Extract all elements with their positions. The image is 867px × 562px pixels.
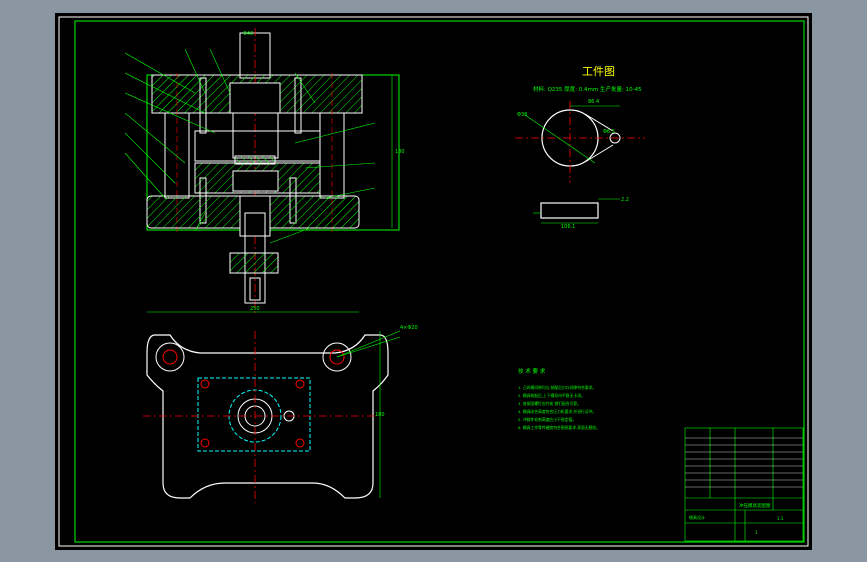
tech-req-item: 6. 模具工作零件硬度符合图纸要求,表面无裂纹。	[518, 425, 600, 430]
dim-thickness: 2.2	[621, 197, 629, 203]
tech-req-item: 2. 模具装配后,上下模导向平稳无卡滞。	[518, 393, 585, 398]
title-block-rows	[685, 437, 803, 488]
title-company: 模具设计	[689, 514, 705, 520]
outer-frame	[58, 16, 809, 547]
dim-height: 180	[395, 149, 405, 155]
title-sheet: 1	[755, 530, 758, 535]
dim-bottom-width: 106.1	[561, 224, 575, 230]
section-view	[124, 28, 400, 313]
tech-req-item: 3. 各紧固螺钉应拧紧,销钉配合可靠。	[518, 401, 581, 406]
tech-req-title: 技 术 要 求	[518, 367, 546, 375]
tech-req-item: 5. 冲裁件毛刺高度应小于规定值。	[518, 417, 576, 422]
workpiece-specs: 材料: Q235 厚度: 0.4mm 生产批量: 10-45	[533, 85, 642, 93]
inner-frame	[74, 20, 805, 543]
workpiece-title: 工件图	[582, 65, 615, 78]
plan-callout: 4×Φ20	[400, 325, 418, 331]
tech-req-list: 1. 凸凹模间隙均匀,装配后刃口间隙符合要求。 2. 模具装配后,上下模导向平稳…	[518, 385, 600, 430]
workpiece-view	[515, 101, 645, 224]
drawing-canvas[interactable]: Φ40 180 250 4×Φ20 180 工件图 材料: Q235 厚度: 0…	[55, 13, 812, 550]
dim-side-hole: Φ6.5	[603, 129, 615, 135]
title-block	[684, 427, 804, 542]
dim-top-width: 86.4	[588, 99, 599, 105]
dim-hole-dia: Φ38	[517, 112, 527, 118]
title-drawing-name: 冲压模具装配图	[739, 502, 771, 509]
title-scale: 1:1	[777, 516, 784, 521]
dim-shank: Φ40	[243, 31, 253, 37]
plan-view	[143, 330, 401, 503]
tech-req-item: 4. 模具闭合高度符合压力机要求,并进行试冲。	[518, 409, 596, 414]
cad-viewport[interactable]: Φ40 180 250 4×Φ20 180 工件图 材料: Q235 厚度: 0…	[55, 13, 812, 550]
tech-req-item: 1. 凸凹模间隙均匀,装配后刃口间隙符合要求。	[518, 385, 596, 390]
dim-base-width: 250	[250, 306, 260, 312]
plan-dim-height: 180	[375, 412, 385, 418]
